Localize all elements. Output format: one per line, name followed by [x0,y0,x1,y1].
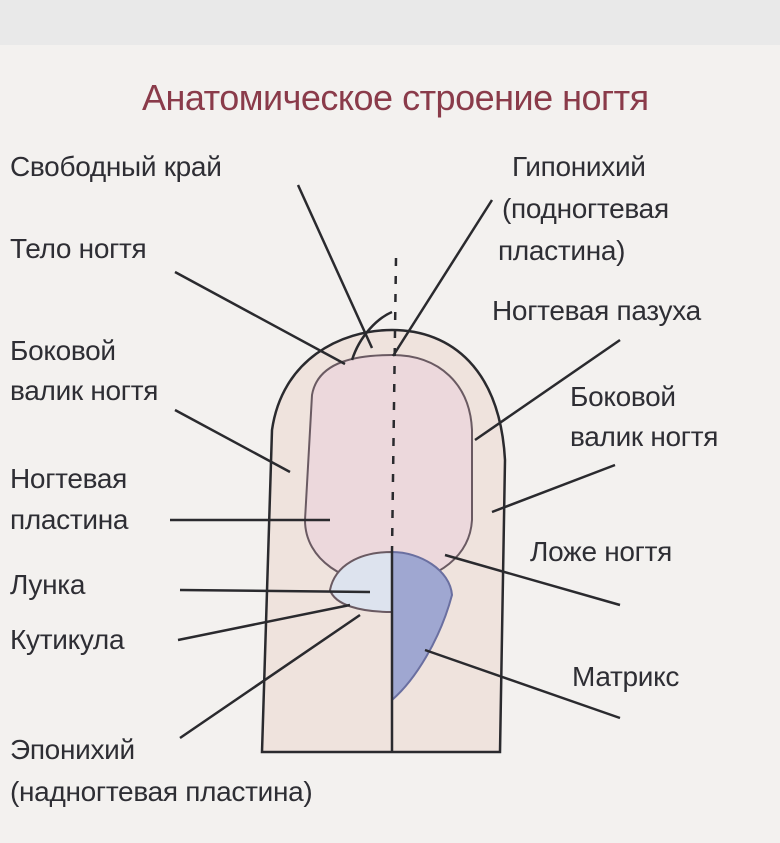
leader-nail-body [174,270,346,366]
label-matrix: Матрикс [572,661,680,692]
leader-lunula [179,588,371,594]
label-nail-body: Тело ногтя [10,233,147,264]
leader-matrix [424,648,621,720]
label-nail-sinus: Ногтевая пазуха [492,295,701,326]
leader-cuticle [177,603,351,642]
nail-plate-shape [303,353,473,587]
label-lateral-fold-right-2: валик ногтя [570,421,719,452]
leader-hyponychium [391,199,494,357]
label-hyponychium-2: (подногтевая [502,193,669,224]
label-nail-plate-1: Ногтевая [10,463,127,494]
leader-lateral-fold-right [491,463,616,514]
center-axis-dashed [390,257,398,553]
top-bar [0,0,780,45]
label-lateral-fold-left-1: Боковой [10,335,116,366]
leader-nail-sinus [474,338,621,442]
leader-free-edge [296,184,374,349]
label-free-edge: Свободный край [10,151,222,182]
label-nail-bed: Ложе ногтя [530,536,672,567]
label-cuticle: Кутикула [10,624,125,655]
free-edge-arc [350,310,393,361]
diagram-title: Анатомическое строение ногтя [142,77,649,118]
label-lateral-fold-left-2: валик ногтя [10,375,159,406]
leader-eponychium [179,613,361,740]
label-nail-plate-2: пластина [10,504,129,535]
leader-nail-bed [444,553,621,607]
matrix-shape [391,550,454,703]
label-lateral-fold-right-1: Боковой [570,381,676,412]
label-eponychium-1: Эпонихий [10,734,135,765]
label-hyponychium-3: пластина) [498,235,626,266]
label-hyponychium-1: Гипонихий [512,151,646,182]
leader-lateral-fold-left [174,408,291,474]
label-lunula: Лунка [10,569,86,600]
label-eponychium-2: (надногтевая пластина) [10,776,313,807]
